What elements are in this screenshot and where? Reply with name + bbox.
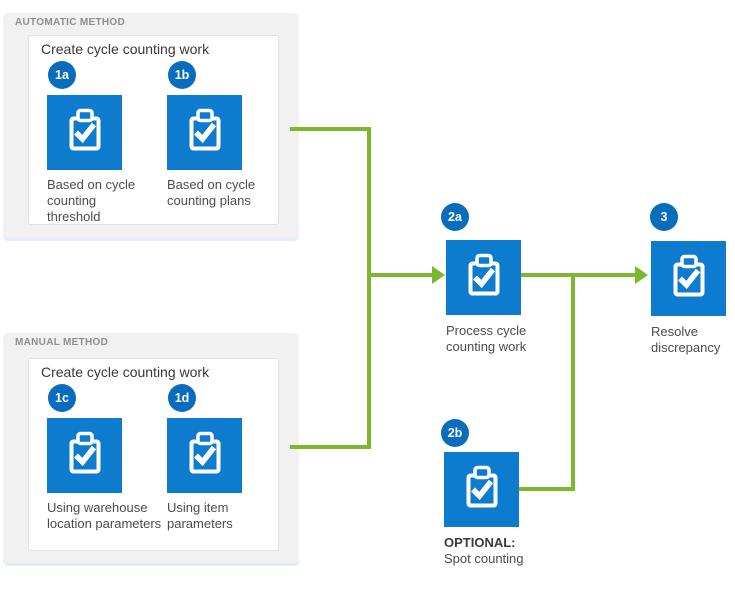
step-badge-3: 3 bbox=[650, 203, 678, 231]
arrowhead-into-resolve bbox=[635, 266, 648, 284]
connector-automatic-to-junction bbox=[290, 127, 371, 131]
step-badge-1c: 1c bbox=[48, 384, 76, 412]
clipboard-check-icon bbox=[466, 465, 498, 508]
step-label-plans: Based on cycle counting plans bbox=[167, 177, 256, 208]
arrowhead-into-process bbox=[432, 266, 445, 284]
clipboard-check-icon bbox=[673, 254, 705, 297]
clipboard-check-icon bbox=[189, 431, 221, 474]
panel-automatic-header: AUTOMATIC METHOD bbox=[15, 17, 125, 28]
step-badge-2b: 2b bbox=[441, 419, 469, 447]
step-label-item-parameters: Using item parameters bbox=[167, 500, 233, 531]
connector-manual-to-junction bbox=[290, 445, 371, 449]
panel-manual-method: MANUAL METHOD Create cycle counting work… bbox=[3, 333, 299, 563]
panel-automatic-method: AUTOMATIC METHOD Create cycle counting w… bbox=[3, 13, 299, 238]
optional-text: Spot counting bbox=[444, 551, 524, 566]
step-label-process-work: Process cycle counting work bbox=[446, 323, 527, 354]
tile-spot-counting bbox=[444, 452, 519, 527]
tile-threshold bbox=[47, 95, 122, 170]
tile-process-work bbox=[446, 240, 521, 315]
step-label-resolve-discrepancy: Resolve discrepancy bbox=[651, 324, 721, 355]
tile-warehouse-location bbox=[47, 418, 122, 493]
step-badge-2a: 2a bbox=[441, 203, 469, 231]
panel-manual-header: MANUAL METHOD bbox=[15, 337, 109, 348]
clipboard-check-icon bbox=[69, 431, 101, 474]
clipboard-check-icon bbox=[69, 108, 101, 151]
step-label-warehouse-location: Using warehouse location parameters bbox=[47, 500, 162, 531]
clipboard-check-icon bbox=[189, 108, 221, 151]
step-label-spot-counting: OPTIONAL: Spot counting bbox=[444, 535, 574, 567]
connector-junction-to-process bbox=[367, 273, 433, 277]
connector-process-to-resolve bbox=[521, 273, 636, 277]
tile-plans bbox=[167, 95, 242, 170]
optional-prefix: OPTIONAL: bbox=[444, 535, 516, 550]
connector-junction-trunk bbox=[367, 127, 371, 449]
step-badge-1a: 1a bbox=[48, 61, 76, 89]
clipboard-check-icon bbox=[468, 253, 500, 296]
step-label-threshold: Based on cycle counting threshold bbox=[47, 177, 136, 224]
box-title: Create cycle counting work bbox=[41, 364, 210, 380]
create-work-box-automatic: Create cycle counting work 1a Based on c… bbox=[28, 35, 279, 225]
connector-spot-horizontal bbox=[519, 487, 575, 491]
step-badge-1b: 1b bbox=[168, 61, 196, 89]
tile-resolve-discrepancy bbox=[651, 241, 726, 316]
step-badge-1d: 1d bbox=[168, 384, 196, 412]
tile-item-parameters bbox=[167, 418, 242, 493]
box-title: Create cycle counting work bbox=[41, 41, 210, 57]
create-work-box-manual: Create cycle counting work 1c Using ware… bbox=[28, 358, 279, 551]
connector-spot-vertical bbox=[571, 275, 575, 491]
